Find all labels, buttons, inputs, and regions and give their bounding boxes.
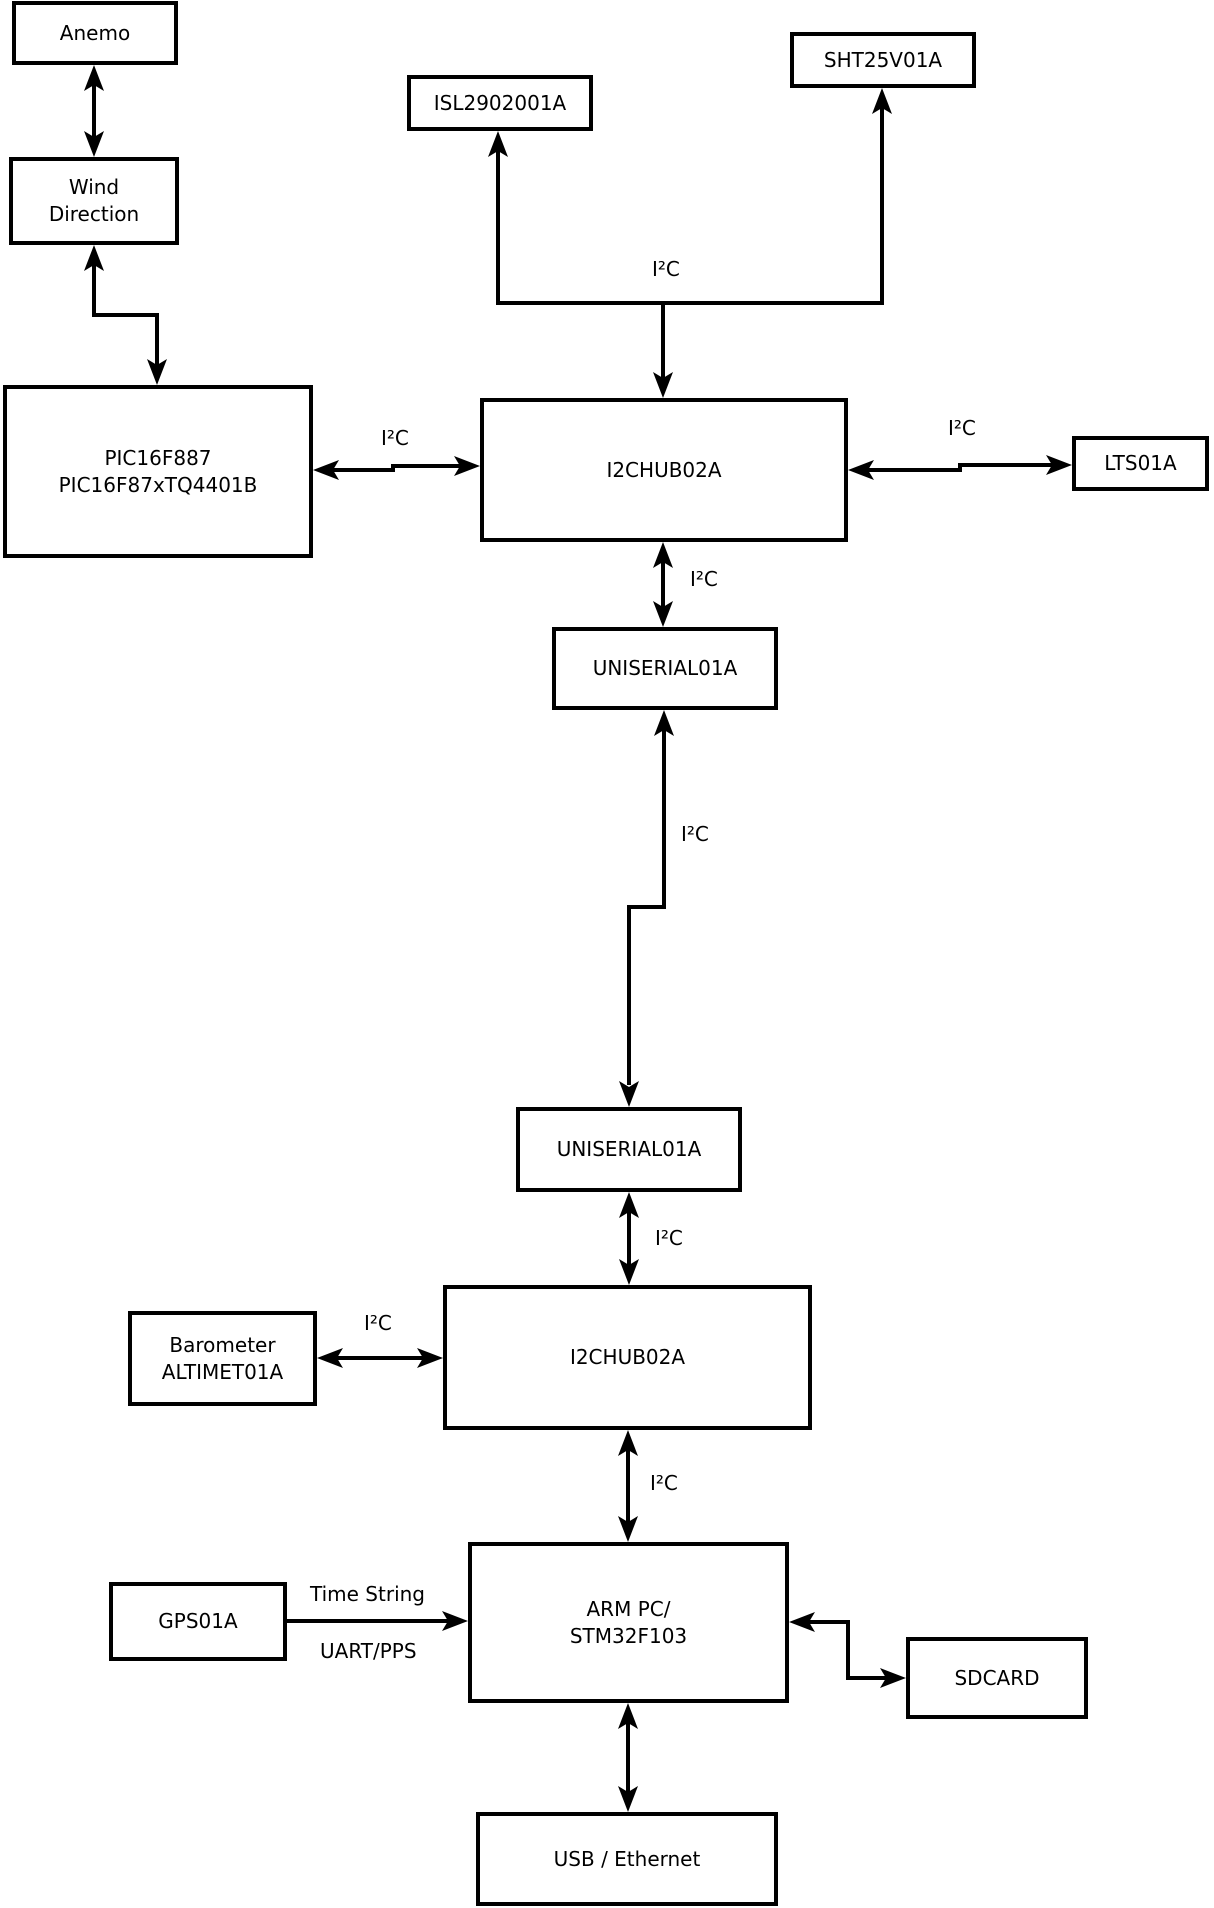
arrowhead-down <box>618 1786 638 1812</box>
connector-pic-hub1 <box>313 456 480 480</box>
arrowhead-left <box>848 460 874 480</box>
arrowhead-right <box>880 1668 906 1688</box>
edge-label-i2c-sensor-bus: I²C <box>652 257 680 281</box>
node-wind-direction: Wind Direction <box>9 157 179 245</box>
node-anemo: Anemo <box>12 1 178 65</box>
connector-hub1-sensors <box>488 88 892 398</box>
node-usb-ethernet: USB / Ethernet <box>476 1812 778 1906</box>
node-pic16f887: PIC16F887 PIC16F87xTQ4401B <box>3 385 313 558</box>
connector-uniserial-link <box>619 710 674 1107</box>
connector-hub1-lts <box>848 455 1072 480</box>
arrowhead-right <box>417 1348 443 1368</box>
connector-wind-pic <box>84 245 167 385</box>
edge-label-i2c-hub1-uniserial1: I²C <box>690 567 718 591</box>
arrowhead-up <box>872 88 892 114</box>
arrowhead-down <box>147 359 167 385</box>
edge-label-uart-pps: UART/PPS <box>320 1639 417 1663</box>
connector-arm-sdcard <box>789 1612 906 1688</box>
arrowhead-up <box>653 542 673 568</box>
connector-gps-arm <box>287 1611 468 1631</box>
arrowhead-down <box>618 1516 638 1542</box>
arrowhead-right <box>454 456 480 476</box>
node-sdcard: SDCARD <box>906 1637 1088 1719</box>
connector-arm-usb <box>618 1703 638 1812</box>
connector-barometer-hub2 <box>317 1348 443 1368</box>
arrowhead-down <box>619 1259 639 1285</box>
node-i2chub02a-1: I2CHUB02A <box>480 398 848 542</box>
edge-label-time-string: Time String <box>310 1582 425 1606</box>
arrowhead-left <box>789 1612 815 1632</box>
connector-hub1-uniserial1 <box>653 542 673 627</box>
edge-label-i2c-uniserial2-hub2: I²C <box>655 1226 683 1250</box>
arrowhead-up <box>84 65 104 91</box>
node-barometer: Barometer ALTIMET01A <box>128 1311 317 1406</box>
node-uniserial01a-2: UNISERIAL01A <box>516 1107 742 1192</box>
node-i2chub02a-2: I2CHUB02A <box>443 1285 812 1430</box>
node-lts01a: LTS01A <box>1072 436 1209 491</box>
arrowhead-right <box>442 1611 468 1631</box>
connector-uniserial2-hub2 <box>619 1192 639 1285</box>
arrowhead-down <box>653 601 673 627</box>
arrowhead-up <box>619 1192 639 1218</box>
node-arm-pc: ARM PC/ STM32F103 <box>468 1542 789 1703</box>
arrowhead-left <box>313 460 339 480</box>
arrowhead-up <box>488 131 508 157</box>
edge-label-i2c-hub1-lts: I²C <box>948 416 976 440</box>
node-gps01a: GPS01A <box>109 1582 287 1661</box>
arrowhead-up <box>618 1703 638 1729</box>
arrowhead-down <box>84 131 104 157</box>
arrowhead-down <box>653 372 673 398</box>
arrowhead-left <box>317 1348 343 1368</box>
edge-label-i2c-pic-hub1: I²C <box>381 426 409 450</box>
arrowhead-up <box>618 1430 638 1456</box>
node-isl2902001a: ISL2902001A <box>407 75 593 131</box>
arrowhead-down <box>619 1081 639 1107</box>
node-uniserial01a-1: UNISERIAL01A <box>552 627 778 710</box>
arrowhead-up <box>654 710 674 736</box>
edge-label-i2c-barometer-hub2: I²C <box>364 1311 392 1335</box>
arrowhead-right <box>1046 455 1072 475</box>
edge-label-i2c-hub2-armpc: I²C <box>650 1471 678 1495</box>
connector-hub2-arm <box>618 1430 638 1542</box>
node-sht25v01a: SHT25V01A <box>790 32 976 88</box>
connector-anemo-wind <box>84 65 104 157</box>
edge-label-i2c-uniserial-link: I²C <box>681 822 709 846</box>
arrowhead-up <box>84 245 104 271</box>
